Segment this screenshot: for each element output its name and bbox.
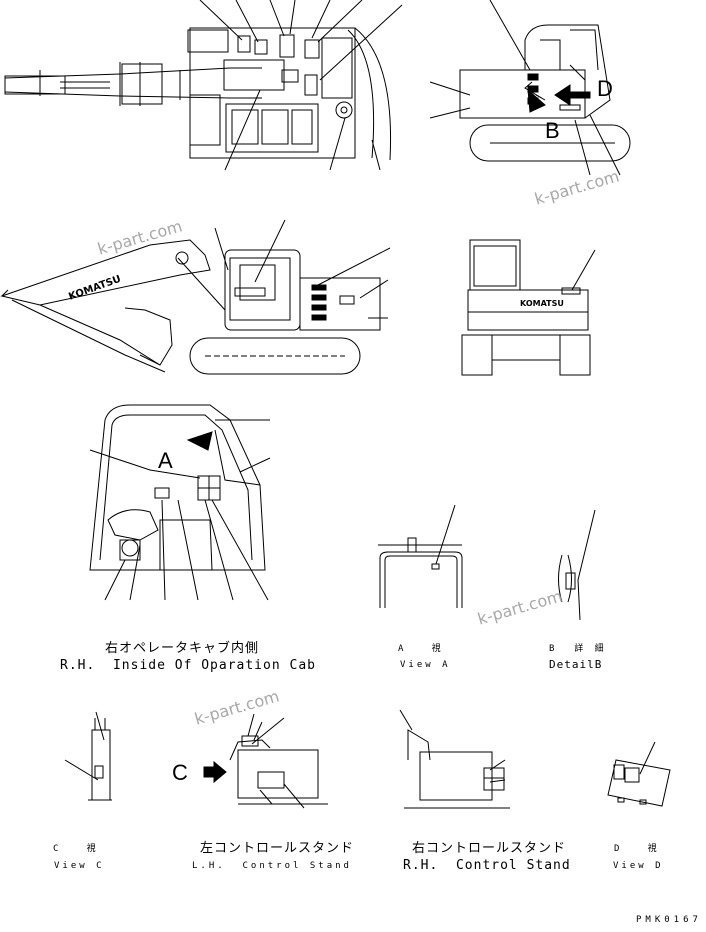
caption-view-a-en: View A <box>400 660 451 670</box>
marker-b: B <box>545 118 560 143</box>
rh-stand-drawing <box>399 709 510 809</box>
caption-view-d-jp: D 視 <box>614 844 660 854</box>
rear-view-drawing: KOMATSU <box>461 239 596 376</box>
marker-c: C <box>172 760 188 785</box>
caption-rh-stand-en: R.H. Control Stand <box>403 858 571 873</box>
caption-view-c-en: View C <box>54 861 105 871</box>
marker-a: A <box>158 448 173 473</box>
marker-d: D <box>597 76 613 101</box>
caption-lh-stand-jp: 左コントロールスタンド <box>200 841 355 856</box>
drawing-code: PMK0167 <box>636 915 702 925</box>
caption-detail-b-en: DetailB <box>549 658 603 671</box>
caption-rh-stand-jp: 右コントロールスタンド <box>412 841 567 856</box>
detail-b-drawing <box>558 509 596 621</box>
caption-detail-b-jp: B 詳 細 <box>549 644 607 654</box>
caption-view-a-jp: A 視 <box>398 644 444 654</box>
boom-logo-text: KOMATSU <box>67 274 122 303</box>
caption-rh-cab-jp: 右オペレータキャブ内側 <box>105 641 260 656</box>
cab-inside-drawing <box>89 404 271 601</box>
caption-rh-cab-en: R.H. Inside Of Oparation Cab <box>60 658 316 673</box>
side-view-large-drawing: KOMATSU <box>0 219 391 375</box>
view-c-drawing <box>64 711 112 801</box>
view-a-drawing <box>378 504 463 608</box>
caption-view-d-en: View D <box>613 861 664 871</box>
lh-stand-drawing <box>203 713 328 809</box>
view-d-drawing <box>607 741 671 807</box>
rear-logo-text: KOMATSU <box>520 299 564 308</box>
caption-view-c-jp: C 視 <box>53 844 99 854</box>
top-view-drawing <box>4 0 403 171</box>
side-view-small-drawing <box>429 0 631 176</box>
caption-lh-stand-en: L.H. Control Stand <box>192 861 352 871</box>
